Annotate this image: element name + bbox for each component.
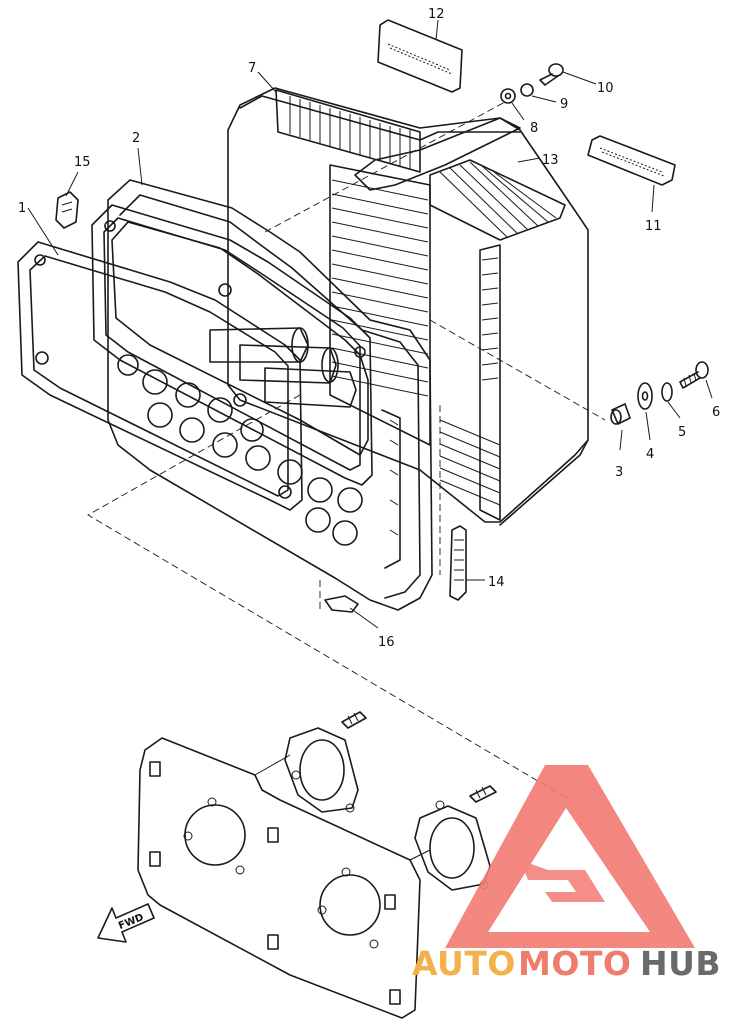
part-number-labels: 1 2 3 4 5 6 7 8 9 10 11 12 13 14 15 16 [18, 7, 720, 650]
carburetor-joint-plate [137, 711, 497, 1019]
flange-right [414, 785, 497, 891]
damper-strip-14 [449, 525, 467, 601]
flange-left [284, 711, 367, 813]
part-label-1: 1 [18, 201, 26, 216]
tag-15 [55, 191, 79, 229]
part-label-3: 3 [615, 465, 623, 480]
part-label-14: 14 [488, 575, 505, 590]
part-label-15: 15 [74, 155, 91, 170]
air-case-body [107, 179, 433, 611]
washer-8 [500, 88, 516, 104]
watermark-text-prefix: AUTO [412, 944, 516, 983]
leader-lines [27, 19, 713, 629]
part-label-13: 13 [542, 153, 559, 168]
collar-3 [611, 403, 631, 425]
washer-5 [661, 382, 673, 402]
part-label-10: 10 [597, 81, 614, 96]
filter-element-right [429, 159, 566, 521]
label-decal-12 [377, 19, 463, 93]
projection-lines [87, 101, 606, 801]
watermark-wordmark: AUTO MOTO HUB [412, 944, 721, 983]
part-label-6: 6 [712, 405, 720, 420]
part-label-9: 9 [560, 97, 568, 112]
intake-funnels [209, 327, 357, 408]
watermark-logo [445, 765, 695, 948]
forward-direction-arrow: FWD [97, 903, 155, 943]
screw-10 [539, 63, 564, 86]
gasket-2 [91, 204, 373, 486]
filter-element-left [275, 89, 431, 446]
part-label-11: 11 [645, 219, 662, 234]
watermark-triangle-icon [445, 765, 695, 948]
part-label-12: 12 [428, 7, 445, 22]
part-label-7: 7 [248, 61, 256, 76]
part-label-5: 5 [678, 425, 686, 440]
gasket-1 [17, 241, 303, 511]
washer-4 [637, 382, 653, 410]
watermark-text-suffix: HUB [640, 944, 721, 983]
part-label-8: 8 [530, 121, 538, 136]
part-label-4: 4 [646, 447, 654, 462]
part-label-2: 2 [132, 131, 140, 146]
watermark-text-middle: MOTO [518, 944, 631, 983]
washer-9 [520, 83, 534, 97]
label-decal-11 [587, 135, 676, 186]
hardware-parts [55, 19, 709, 613]
screw-6 [679, 361, 709, 389]
clip-16 [324, 595, 359, 613]
air-filter-case [227, 87, 589, 526]
part-label-16: 16 [378, 635, 395, 650]
